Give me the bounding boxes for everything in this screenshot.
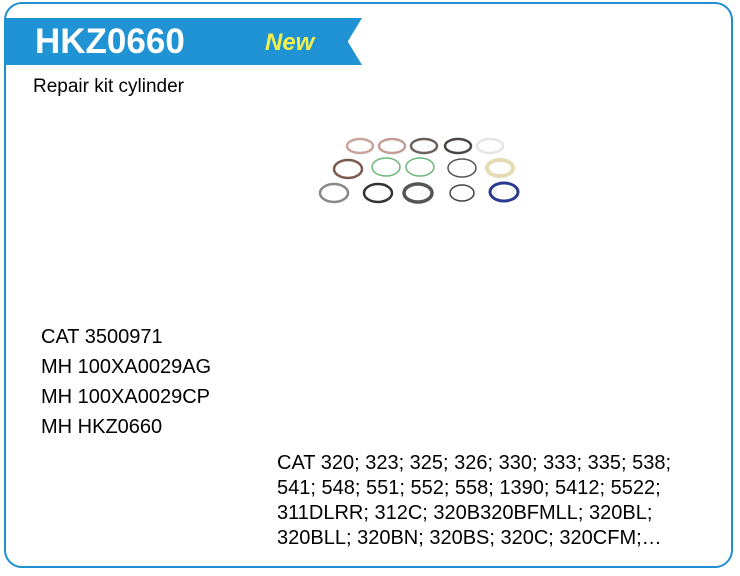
reference-item: MH HKZ0660 — [41, 416, 163, 438]
product-image — [318, 137, 520, 204]
application-list: CAT 320; 323; 325; 326; 330; 333; 335; 5… — [277, 451, 717, 551]
product-card — [4, 2, 733, 568]
title-banner — [5, 18, 362, 65]
application-line: CAT 320; 323; 325; 326; 330; 333; 335; 5… — [277, 452, 672, 474]
application-line: 311DLRR; 312C; 320B320BFMLL; 320BL; — [277, 502, 653, 524]
product-description: Repair kit cylinder — [33, 76, 184, 97]
reference-item: MH 100XA0029AG — [41, 356, 212, 378]
new-badge: New — [265, 29, 315, 56]
reference-list: CAT 3500971 MH 100XA0029AG MH 100XA0029C… — [41, 322, 211, 442]
reference-item: CAT 3500971 — [41, 326, 163, 348]
reference-item: MH 100XA0029CP — [41, 386, 210, 408]
application-line: 541; 548; 551; 552; 558; 1390; 5412; 552… — [277, 477, 661, 499]
application-line: 320BLL; 320BN; 320BS; 320C; 320CFM;… — [277, 527, 662, 549]
product-code: HKZ0660 — [35, 22, 185, 61]
